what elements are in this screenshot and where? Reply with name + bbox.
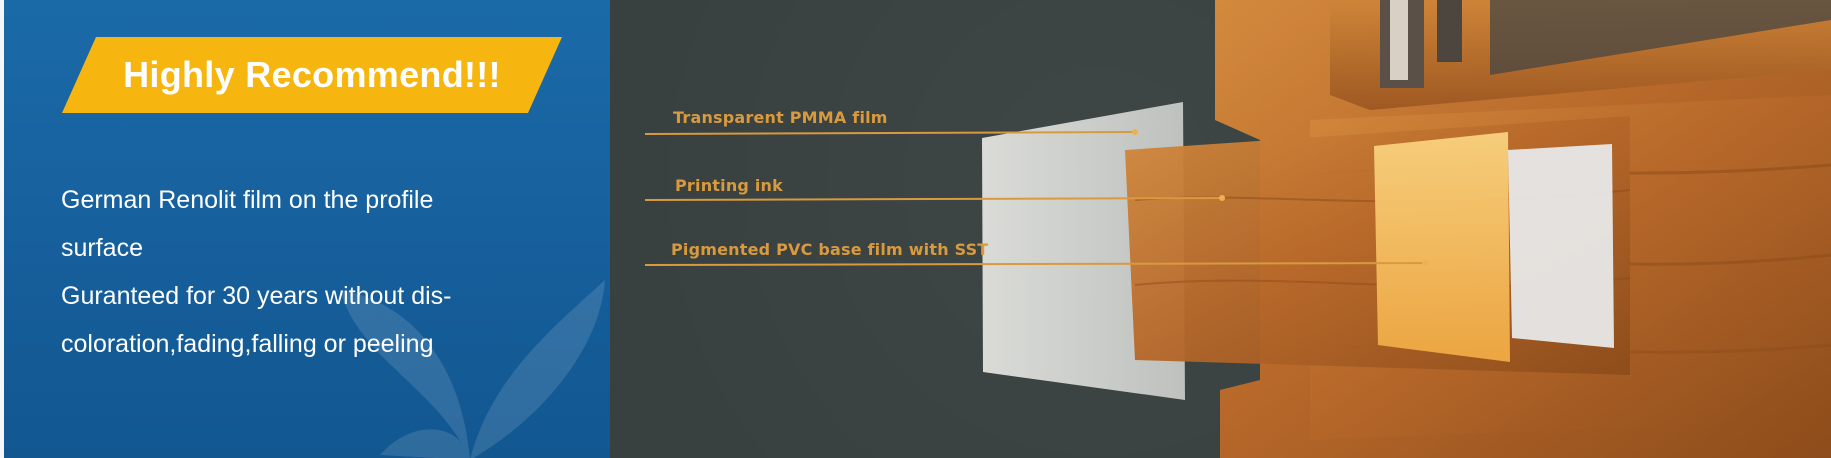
layer-label-ink: Printing ink [675, 176, 783, 195]
panel-edge [0, 0, 4, 458]
pvc-leader-dot [1422, 260, 1428, 266]
butterfly-watermark-icon [340, 280, 605, 458]
film-layers-illustration-panel: Transparent PMMA film Printing ink Pigme… [610, 0, 1831, 458]
ink-leader-line [644, 197, 1223, 201]
description-line: German Renolit film on the profile [61, 186, 434, 214]
layer-label-pmma: Transparent PMMA film [673, 108, 888, 127]
description-line: surface [61, 234, 143, 262]
product-description: German Renolit film on the profile surfa… [61, 176, 581, 368]
film-layers-illustration [644, 0, 1831, 458]
pvc-leader-line [644, 262, 1426, 266]
highlight-badge: Highly Recommend!!! [123, 54, 501, 95]
ink-leader-dot [1219, 195, 1225, 201]
pmma-leader-line [644, 131, 1136, 135]
description-line: Guranteed for 30 years without dis- [61, 282, 452, 310]
description-line: coloration,fading,falling or peeling [61, 330, 434, 358]
badge-background [62, 37, 562, 113]
pvc-base-film-sheet [1508, 144, 1614, 348]
printing-ink-sheet [1374, 132, 1510, 362]
layer-label-pvc: Pigmented PVC base film with SST [671, 240, 989, 259]
pmma-leader-dot [1132, 129, 1138, 135]
info-panel: Highly Recommend!!! German Renolit film … [0, 0, 610, 458]
